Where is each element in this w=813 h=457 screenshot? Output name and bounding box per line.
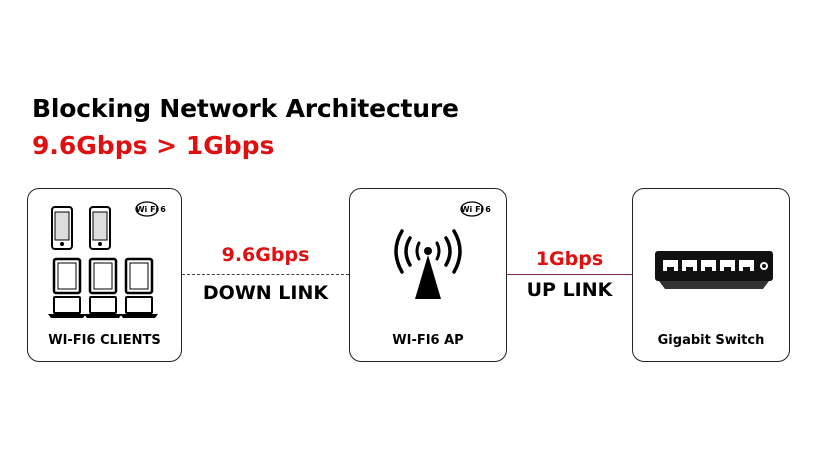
tablet-icon bbox=[52, 257, 82, 295]
uplink-label: UP LINK bbox=[526, 279, 613, 301]
diagram-subtitle: 9.6Gbps > 1Gbps bbox=[32, 131, 275, 160]
ap-node: Wi Fi 6 WI-FI6 AP bbox=[349, 188, 507, 362]
wifi6-logo: Wi Fi 6 bbox=[460, 201, 494, 217]
clients-node: Wi Fi 6 bbox=[27, 188, 182, 362]
downlink-line bbox=[182, 274, 349, 275]
wifi-logo-text: Wi Fi bbox=[136, 205, 159, 214]
clients-icon bbox=[48, 206, 158, 318]
clients-label: WI-FI6 CLIENTS bbox=[48, 333, 161, 348]
phone-icon bbox=[89, 206, 111, 250]
ap-label: WI-FI6 AP bbox=[392, 333, 464, 348]
switch-label: Gigabit Switch bbox=[657, 333, 765, 348]
uplink-speed: 1Gbps bbox=[535, 248, 604, 270]
downlink-label: DOWN LINK bbox=[202, 282, 329, 304]
laptop-icon bbox=[120, 296, 158, 318]
tablet-icon bbox=[124, 257, 154, 295]
wifi-logo-text: Wi Fi bbox=[461, 205, 484, 214]
uplink-line bbox=[507, 274, 632, 275]
network-switch-icon bbox=[655, 251, 773, 289]
ethernet-ports bbox=[663, 260, 754, 271]
wifi-logo-six: 6 bbox=[485, 205, 491, 214]
switch-node: Gigabit Switch bbox=[632, 188, 790, 362]
downlink-speed: 9.6Gbps bbox=[221, 244, 310, 266]
diagram-title: Blocking Network Architecture bbox=[32, 94, 459, 123]
laptop-icon bbox=[84, 296, 122, 318]
wifi-logo-six: 6 bbox=[160, 205, 166, 214]
phone-icon bbox=[51, 206, 73, 250]
antenna-icon bbox=[394, 229, 462, 299]
wifi6-logo: Wi Fi 6 bbox=[135, 201, 169, 217]
tablet-icon bbox=[88, 257, 118, 295]
laptop-icon bbox=[48, 296, 86, 318]
